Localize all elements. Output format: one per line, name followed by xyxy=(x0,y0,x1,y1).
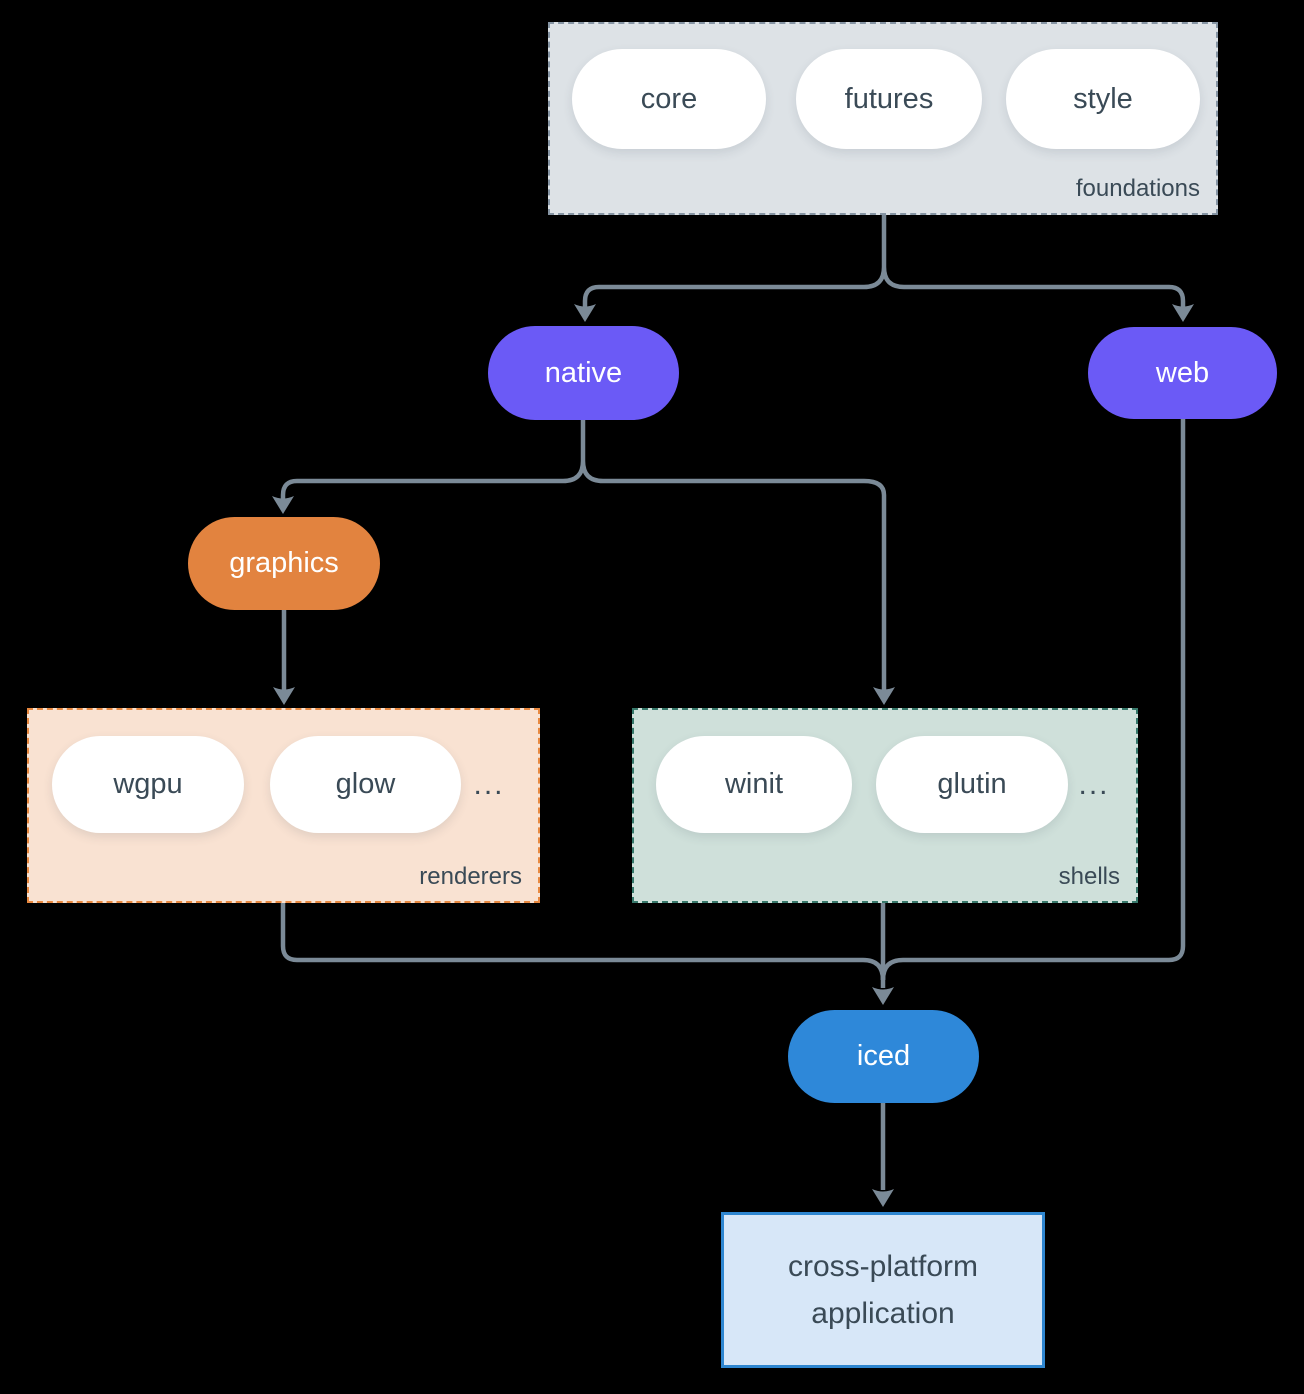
pill-glutin: glutin xyxy=(876,736,1068,833)
renderers-group: wgpu glow ... renderers xyxy=(27,708,540,903)
arrowhead-to-shells xyxy=(873,687,895,705)
graphics-node: graphics xyxy=(188,517,380,610)
arrow-foundations-split xyxy=(582,215,1186,308)
arrowhead-to-application xyxy=(872,1189,894,1207)
arrowhead-to-renderers xyxy=(273,687,295,705)
foundations-label: foundations xyxy=(1075,175,1200,202)
shells-ellipsis: ... xyxy=(1078,767,1110,801)
pill-wgpu: wgpu xyxy=(52,736,244,833)
pill-style: style xyxy=(1006,49,1200,149)
arrowhead-to-web xyxy=(1172,304,1194,322)
pill-core: core xyxy=(572,49,766,149)
renderers-label: renderers xyxy=(419,863,522,890)
renderers-ellipsis: ... xyxy=(473,767,505,801)
application-box: cross-platform application xyxy=(721,1212,1045,1368)
pill-futures: futures xyxy=(796,49,982,149)
arrowhead-to-graphics xyxy=(272,496,294,514)
web-node: web xyxy=(1088,327,1277,419)
iced-node: iced xyxy=(788,1010,979,1103)
foundations-group: core futures style foundations xyxy=(548,22,1218,215)
arrowhead-to-iced xyxy=(872,987,894,1005)
native-node: native xyxy=(488,326,679,420)
pill-glow: glow xyxy=(270,736,461,833)
shells-group: winit glutin ... shells xyxy=(632,708,1138,903)
arrow-merge-left xyxy=(280,903,886,981)
arrowhead-to-native xyxy=(574,304,596,322)
pill-winit: winit xyxy=(656,736,852,833)
shells-label: shells xyxy=(1058,863,1120,890)
